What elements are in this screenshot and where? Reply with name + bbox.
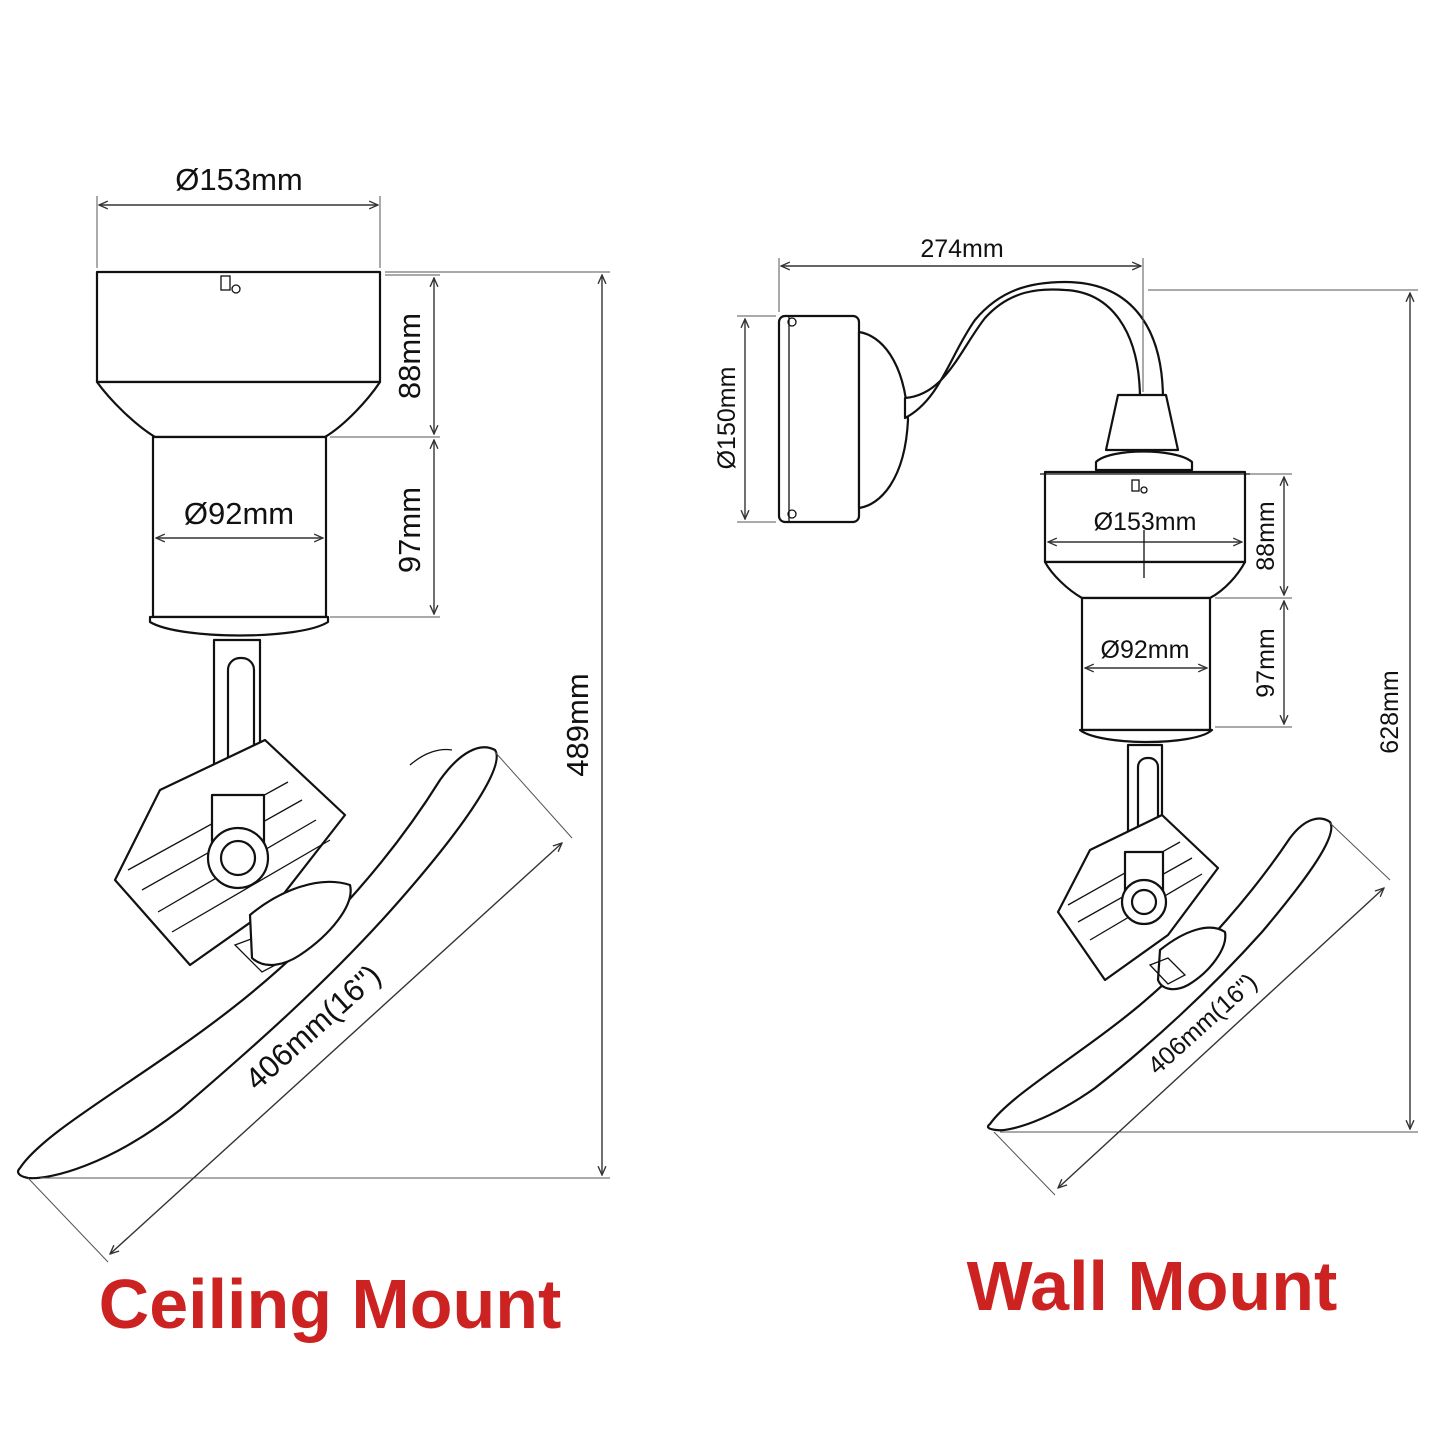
ceiling-overall-height-label: 489mm xyxy=(560,673,595,776)
wall-arm-reach-label: 274mm xyxy=(920,235,1003,263)
ceiling-canopy-taper xyxy=(95,380,382,439)
ceiling-canopy xyxy=(95,270,382,384)
ceiling-mount-caption: Ceiling Mount xyxy=(99,1265,562,1343)
wall-canopy-screw-icon xyxy=(1131,479,1140,492)
ceiling-motor-housing xyxy=(151,435,328,619)
wall-plate xyxy=(777,314,861,524)
wall-motor-housing xyxy=(1080,596,1212,732)
ceiling-canopy-height-label: 88mm xyxy=(392,313,427,399)
wall-mount-caption: Wall Mount xyxy=(967,1247,1338,1325)
wall-motor-height-label: 97mm xyxy=(1252,628,1280,697)
ceiling-mount-drawing xyxy=(17,270,498,1180)
wall-motor-diameter-label: Ø92mm xyxy=(1101,636,1190,664)
wall-mount-drawing xyxy=(777,280,1333,1132)
wall-canopy-diameter-label: Ø153mm xyxy=(1094,508,1197,536)
ceiling-motor-diameter-label: Ø92mm xyxy=(184,496,294,531)
ceiling-canopy-diameter-label: Ø153mm xyxy=(175,162,302,197)
wall-canopy-height-label: 88mm xyxy=(1252,501,1280,570)
ceiling-canopy-screw-icon xyxy=(220,275,231,291)
ceiling-motor-height-label: 97mm xyxy=(392,487,427,573)
wall-overall-height-label: 628mm xyxy=(1376,670,1404,753)
wall-plate-diameter-label: Ø150mm xyxy=(713,367,741,470)
